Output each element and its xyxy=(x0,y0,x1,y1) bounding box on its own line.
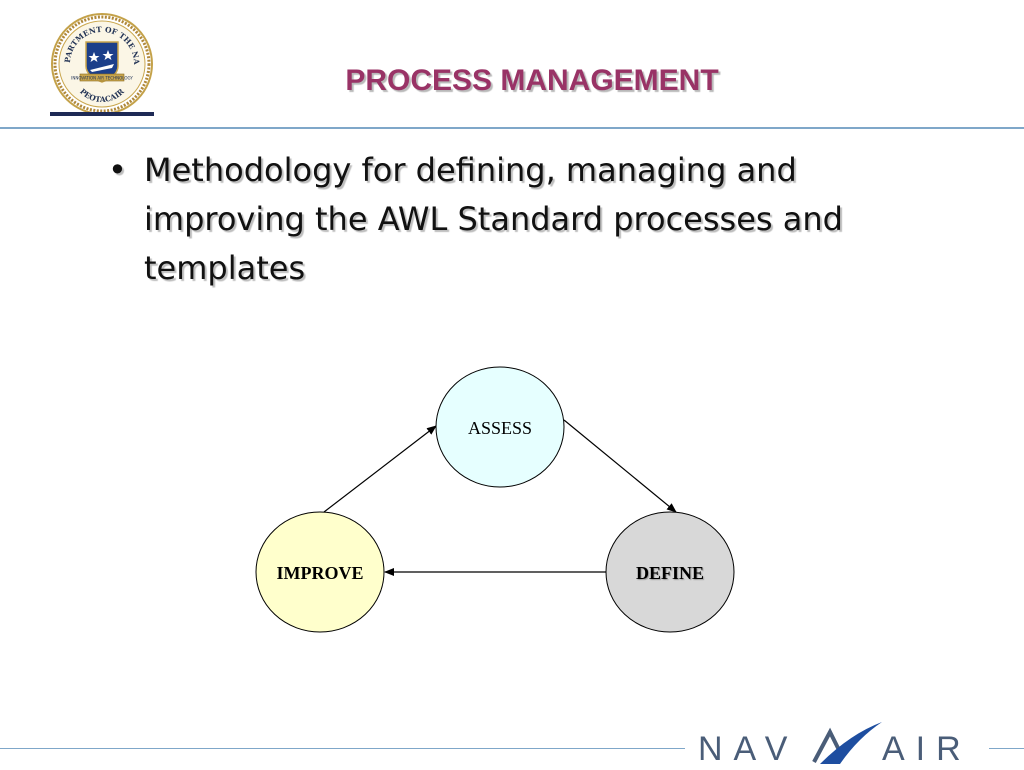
page-title: PROCESS MANAGEMENT xyxy=(345,64,719,97)
node-improve-label: IMPROVE xyxy=(277,563,364,583)
edge-improve-to-assess xyxy=(323,425,437,513)
navair-logo: NAV AIR xyxy=(698,722,972,768)
logo-text-air: AIR xyxy=(882,730,972,768)
logo-text-nav: NAV xyxy=(698,730,798,768)
footer-divider-right xyxy=(989,748,1024,749)
footer-divider-left xyxy=(0,748,685,749)
node-assess-label: ASSESS xyxy=(468,418,532,438)
svg-text:INNOVATION AIR TECHNOLOGY: INNOVATION AIR TECHNOLOGY xyxy=(71,76,133,81)
navy-seal-icon: DEPARTMENT OF THE NAVY PEOTACAIR INNOVAT… xyxy=(50,12,154,116)
node-define: DEFINE xyxy=(605,511,735,633)
navair-swoosh-icon xyxy=(812,722,882,764)
bullet-point: • Methodology for defining, managing and… xyxy=(108,146,928,293)
node-improve: IMPROVE xyxy=(255,511,385,633)
node-assess: ASSESS xyxy=(435,366,565,488)
node-define-label: DEFINE xyxy=(636,563,704,583)
edge-assess-to-define xyxy=(563,419,677,513)
bullet-symbol: • xyxy=(108,151,127,189)
header-divider xyxy=(0,127,1024,129)
bullet-text: Methodology for defining, managing and i… xyxy=(144,151,843,287)
